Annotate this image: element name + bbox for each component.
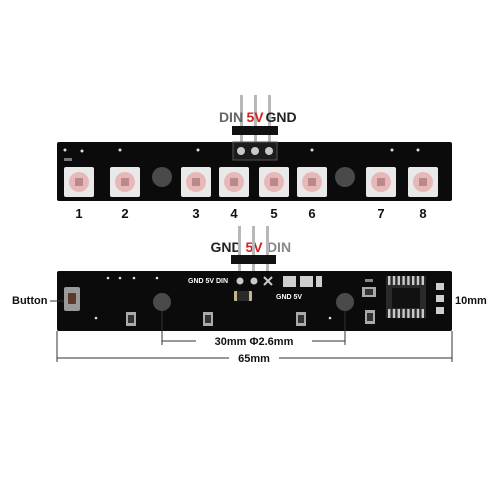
hole-spacing-label: 30mm Φ2.6mm bbox=[215, 336, 294, 348]
bottom-pin-label-din: DIN bbox=[267, 239, 291, 255]
led-number-1: 1 bbox=[75, 206, 82, 221]
top-pcb bbox=[57, 142, 452, 201]
led-1 bbox=[64, 167, 94, 197]
top-pin-label-5v: 5V bbox=[246, 109, 264, 125]
height-label: 10mm bbox=[455, 295, 487, 307]
led-number-2: 2 bbox=[121, 206, 128, 221]
led-8 bbox=[408, 167, 438, 197]
top-led-number-row: 1 2 3 4 5 6 7 8 bbox=[75, 206, 426, 221]
smd-components bbox=[126, 279, 376, 326]
top-board: DIN 5V GND 1 2 3 4 5 6 7 8 bbox=[57, 95, 452, 221]
led-7 bbox=[366, 167, 396, 197]
bottom-pin-label-gnd: GND bbox=[210, 239, 241, 255]
top-mount-hole-left bbox=[152, 167, 172, 187]
top-mount-hole-right bbox=[335, 167, 355, 187]
led-number-3: 3 bbox=[192, 206, 199, 221]
edge-pads bbox=[436, 283, 444, 314]
pin-gnd bbox=[268, 95, 271, 145]
bottom-mount-hole-right bbox=[336, 293, 354, 311]
led-number-7: 7 bbox=[377, 206, 384, 221]
led-number-5: 5 bbox=[270, 206, 277, 221]
power-solder-pads bbox=[283, 276, 322, 287]
button-label: Button bbox=[12, 295, 48, 307]
annotations: Button 10mm 30mm Φ2.6mm 65mm bbox=[12, 295, 487, 365]
led-6 bbox=[297, 167, 327, 197]
silk-header-label: GND 5V DIN bbox=[188, 278, 228, 285]
led-4 bbox=[219, 167, 249, 197]
reset-button[interactable] bbox=[64, 287, 80, 311]
led-2 bbox=[110, 167, 140, 197]
led-number-6: 6 bbox=[308, 206, 315, 221]
top-header-pads bbox=[232, 141, 278, 161]
silk-pads-label: GND 5V bbox=[276, 294, 302, 301]
length-label: 65mm bbox=[238, 353, 270, 365]
pin-din bbox=[240, 95, 243, 145]
top-pcb-details bbox=[63, 148, 420, 161]
header-plastic bbox=[232, 126, 278, 135]
bottom-mount-hole-left bbox=[153, 293, 171, 311]
top-pin-label-gnd: GND bbox=[265, 109, 296, 125]
led-number-4: 4 bbox=[230, 206, 238, 221]
controller-chip bbox=[386, 276, 426, 318]
pin-5v bbox=[254, 95, 257, 145]
bottom-pcb bbox=[57, 271, 452, 331]
bottom-header-pads bbox=[236, 276, 273, 286]
led-number-8: 8 bbox=[419, 206, 426, 221]
led-3 bbox=[181, 167, 211, 197]
led-5 bbox=[259, 167, 289, 197]
top-led-row bbox=[64, 167, 438, 197]
bottom-header-pins bbox=[231, 226, 276, 272]
top-header-pins bbox=[232, 95, 278, 145]
bottom-board: GND 5V DIN GND 5V DIN bbox=[57, 226, 452, 331]
top-pin-label-din: DIN bbox=[219, 109, 243, 125]
bottom-pcb-details bbox=[94, 276, 332, 320]
